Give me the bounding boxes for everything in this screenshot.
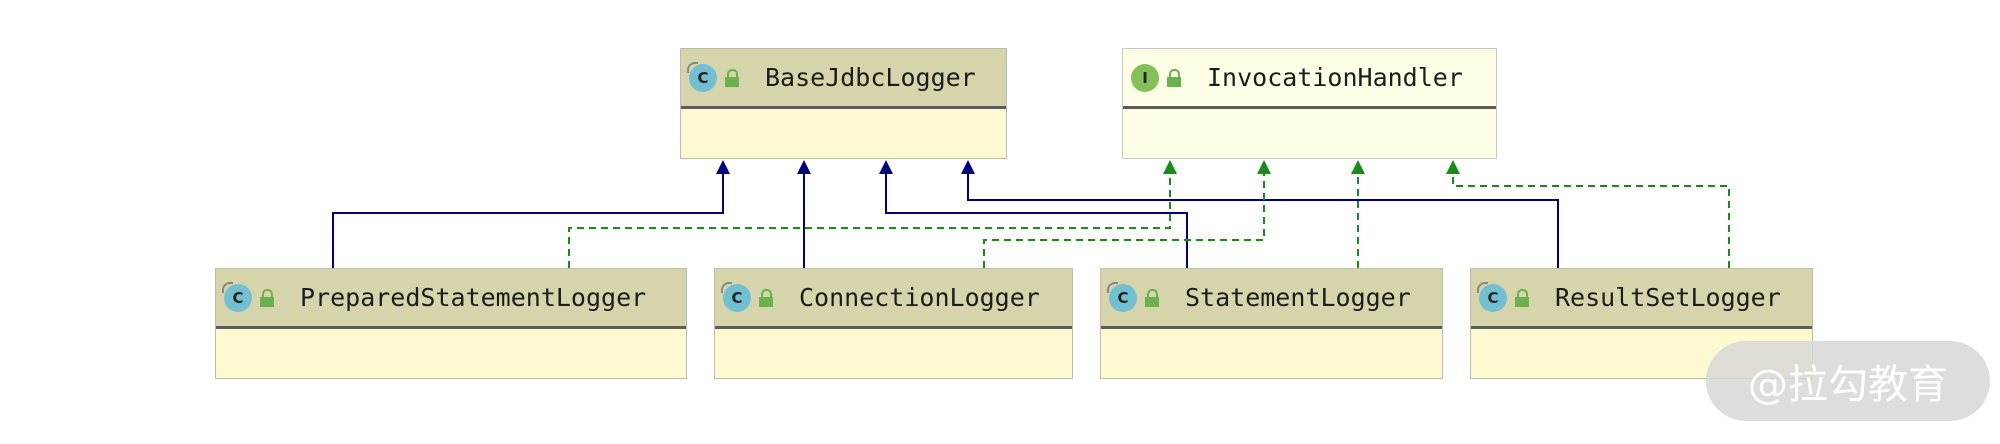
relation-edges	[332, 163, 1730, 268]
class-name: StatementLogger	[1185, 283, 1411, 312]
extends-arrowhead	[716, 160, 730, 174]
extends-arrowhead	[879, 160, 893, 174]
class-header: C BaseJdbcLogger	[681, 49, 1006, 109]
class-header: C StatementLogger	[1101, 269, 1442, 329]
class-header: C PreparedStatementLogger	[216, 269, 686, 329]
public-visibility-icon	[725, 68, 739, 87]
class-box-connectionlogger[interactable]: C ConnectionLogger	[714, 268, 1073, 379]
class-name: ResultSetLogger	[1555, 283, 1781, 312]
class-header: C ConnectionLogger	[715, 269, 1072, 329]
implements-arrowhead	[1351, 160, 1365, 174]
public-visibility-icon	[1167, 68, 1181, 87]
relation-arrowheads	[716, 160, 1460, 174]
extends-arrowhead	[797, 160, 811, 174]
watermark: @拉勾教育	[1706, 341, 1990, 421]
class-box-statementlogger[interactable]: C StatementLogger	[1100, 268, 1443, 379]
edge-resultsetlogger-implements-invocationhandler	[1452, 163, 1730, 268]
class-name: BaseJdbcLogger	[765, 63, 976, 92]
class-name: PreparedStatementLogger	[300, 283, 647, 312]
public-visibility-icon	[1145, 288, 1159, 307]
edge-statementlogger-extends-basejdbclogger	[885, 163, 1188, 268]
class-box-resultsetlogger[interactable]: C ResultSetLogger	[1470, 268, 1813, 379]
class-icon: C	[721, 281, 751, 312]
class-header: I InvocationHandler	[1123, 49, 1496, 109]
class-icon: C	[1477, 281, 1507, 312]
edge-preparedstatementlogger-extends-basejdbclogger	[332, 163, 724, 268]
class-icon: C	[1107, 281, 1137, 312]
edge-preparedstatementlogger-implements-invocationhandler	[568, 163, 1171, 268]
implements-arrowhead	[1163, 160, 1177, 174]
public-visibility-icon	[1515, 288, 1529, 307]
class-box-preparedstatementlogger[interactable]: C PreparedStatementLogger	[215, 268, 687, 379]
interface-icon: I	[1131, 63, 1159, 92]
class-name: InvocationHandler	[1207, 63, 1463, 92]
class-header: C ResultSetLogger	[1471, 269, 1812, 329]
class-name: ConnectionLogger	[799, 283, 1040, 312]
implements-arrowhead	[1257, 160, 1271, 174]
class-icon: C	[687, 61, 717, 92]
edge-resultsetlogger-extends-basejdbclogger	[967, 163, 1559, 268]
extends-arrowhead	[961, 160, 975, 174]
edge-connectionlogger-implements-invocationhandler	[983, 163, 1265, 268]
public-visibility-icon	[759, 288, 773, 307]
class-icon: C	[222, 281, 252, 312]
public-visibility-icon	[260, 288, 274, 307]
implements-arrowhead	[1446, 160, 1460, 174]
interface-box-invocationhandler[interactable]: I InvocationHandler	[1122, 48, 1497, 159]
class-box-basejdbclogger[interactable]: C BaseJdbcLogger	[680, 48, 1007, 159]
